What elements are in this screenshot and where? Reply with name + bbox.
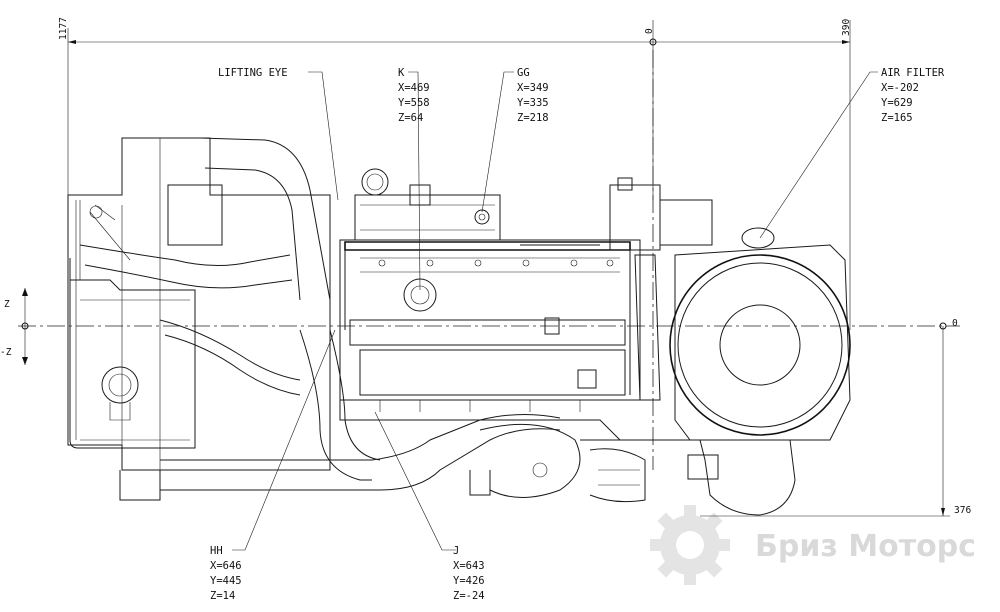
axis-z-positive: Z: [4, 299, 10, 310]
dimension-lines: [18, 20, 960, 517]
callout-air-filter: AIR FILTER X=-202 Y=629 Z=165: [881, 67, 945, 124]
hh-title: HH: [210, 545, 223, 557]
callout-k: K X=469 Y=558 Z=64: [398, 67, 430, 124]
engine-outline: [67, 137, 851, 516]
hh-z: Z=14: [210, 590, 235, 602]
dim-axis-zero: 0: [952, 318, 958, 329]
j-z: Z=-24: [453, 590, 485, 602]
k-y: Y=558: [398, 97, 430, 109]
watermark-text: Бриз Моторс: [755, 529, 976, 564]
air-filter-z: Z=165: [881, 112, 913, 124]
k-title: K: [398, 67, 405, 79]
gg-z: Z=218: [517, 112, 549, 124]
j-x: X=643: [453, 560, 485, 572]
callout-hh: HH X=646 Y=445 Z=14: [210, 545, 242, 602]
k-z: Z=64: [398, 112, 423, 124]
gear-icon: [650, 505, 730, 585]
dim-left-extent: 1177: [58, 17, 69, 40]
lifting-eye-title: LIFTING EYE: [218, 67, 288, 79]
gg-x: X=349: [517, 82, 549, 94]
air-filter-x: X=-202: [881, 82, 919, 94]
callout-gg: GG X=349 Y=335 Z=218: [517, 67, 549, 124]
air-filter-title: AIR FILTER: [881, 67, 945, 79]
callout-leaders: [232, 71, 878, 551]
callout-lifting-eye: LIFTING EYE: [218, 67, 288, 79]
dim-right-extent: 390: [841, 19, 852, 36]
k-x: X=469: [398, 82, 430, 94]
axis-z-negative: -Z: [0, 347, 12, 358]
gg-y: Y=335: [517, 97, 549, 109]
dim-center-zero: 0: [644, 28, 655, 34]
hh-y: Y=445: [210, 575, 242, 587]
air-filter-y: Y=629: [881, 97, 913, 109]
j-title: J: [453, 545, 459, 557]
gg-title: GG: [517, 67, 530, 79]
hh-x: X=646: [210, 560, 242, 572]
j-y: Y=426: [453, 575, 485, 587]
watermark: Бриз Моторс: [650, 505, 976, 585]
callout-j: J X=643 Y=426 Z=-24: [453, 545, 485, 602]
dim-bottom-extent: 376: [954, 505, 971, 516]
